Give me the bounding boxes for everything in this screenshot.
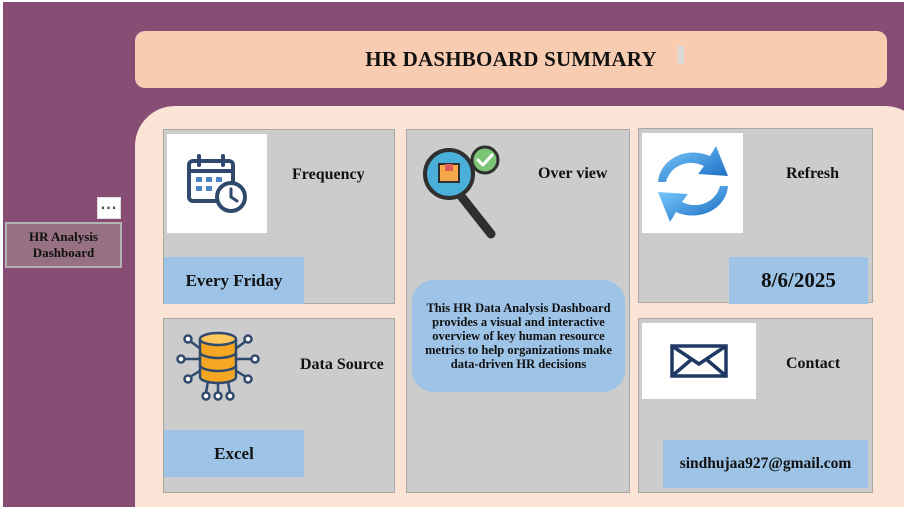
refresh-title: Refresh	[786, 165, 840, 182]
contact-title: Contact	[786, 355, 841, 372]
refresh-card: Refresh 8/6/2025	[638, 128, 873, 304]
sidebar-label[interactable]: HR Analysis Dashboard	[5, 222, 122, 268]
calendar-clock-icon	[167, 134, 267, 233]
text-cursor	[678, 46, 684, 64]
refresh-date: 8/6/2025	[729, 257, 868, 304]
data-source-value: Excel	[164, 430, 304, 477]
data-source-card: Data Source Excel	[163, 318, 395, 493]
dashboard-canvas: HR DASHBOARD SUMMARY ··· HR Analysis Das…	[3, 2, 904, 507]
contact-card: Contact sindhujaa927@gmail.com	[638, 318, 873, 493]
overview-card: Over view This HR Data Analysis Dashboar…	[406, 129, 630, 493]
magnifier-check-icon	[423, 145, 500, 239]
contact-email[interactable]: sindhujaa927@gmail.com	[663, 440, 868, 488]
frequency-value: Every Friday	[164, 257, 304, 304]
overview-description: This HR Data Analysis Dashboard provides…	[412, 280, 625, 392]
envelope-icon	[642, 323, 756, 399]
overview-title: Over view	[538, 165, 608, 182]
refresh-arrows-icon	[642, 133, 743, 233]
title-banner: HR DASHBOARD SUMMARY	[135, 31, 887, 88]
database-icon	[176, 331, 260, 401]
page-title: HR DASHBOARD SUMMARY	[365, 47, 657, 71]
frequency-card: Frequency Every Friday	[163, 129, 395, 304]
frequency-title: Frequency	[292, 166, 365, 183]
data-source-title: Data Source	[300, 356, 384, 373]
more-options-button[interactable]: ···	[97, 197, 121, 219]
